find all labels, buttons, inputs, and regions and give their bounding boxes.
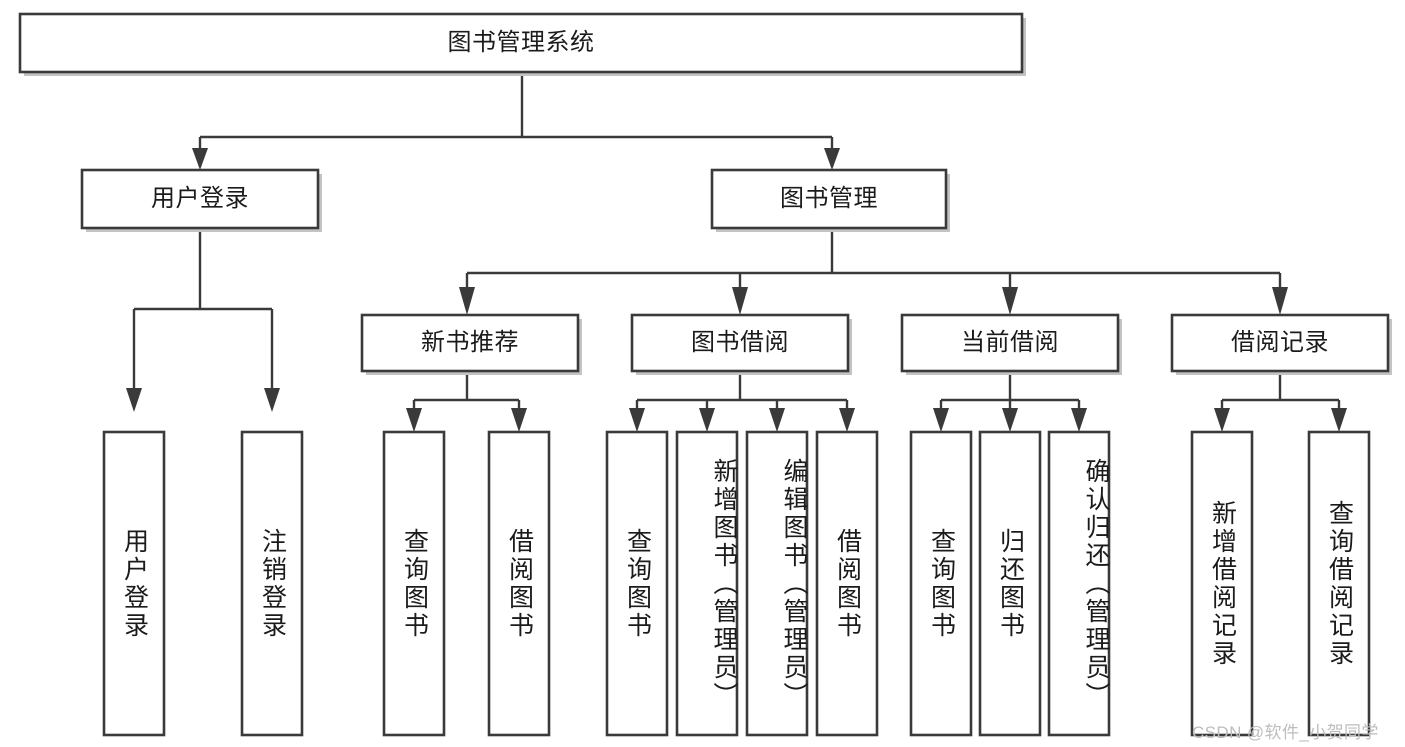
arrow-to-leaf-query-book-current: [933, 408, 949, 432]
node-shape-layer: [18, 12, 1392, 737]
node-shape-leaf-query-book-borrow[interactable]: [605, 430, 669, 737]
arrow-to-leaf-add-book-admin: [699, 408, 715, 432]
node-shape-user-login[interactable]: [80, 168, 320, 230]
node-shape-current-borrow[interactable]: [900, 313, 1120, 373]
connector-borrow-record-bus: [1220, 375, 1341, 411]
connector-user-login-bus: [132, 232, 274, 392]
connector-current-borrow-bus: [939, 375, 1081, 411]
arrow-to-borrow-record: [1272, 287, 1288, 315]
arrow-to-leaf-user-login: [126, 388, 142, 412]
node-shape-leaf-edit-book-admin[interactable]: [745, 430, 809, 737]
connector-layer: [126, 76, 1347, 432]
connector-book-borrow-bus: [635, 375, 849, 411]
node-shape-borrow-record[interactable]: [1170, 313, 1390, 373]
arrow-to-user-login: [192, 148, 208, 170]
arrow-to-leaf-query-book-borrow: [629, 408, 645, 432]
arrow-to-book-management: [824, 148, 840, 170]
node-shape-leaf-confirm-return-admin[interactable]: [1047, 430, 1111, 737]
arrow-to-leaf-query-borrow-record: [1331, 408, 1347, 432]
arrow-to-leaf-confirm-return-admin: [1071, 408, 1087, 432]
connector-book-management-bus: [465, 232, 1282, 290]
arrow-to-leaf-user-logout: [264, 388, 280, 412]
node-shape-leaf-user-logout[interactable]: [240, 430, 304, 737]
node-shape-leaf-query-book-recommend[interactable]: [382, 430, 446, 737]
arrow-to-leaf-return-book: [1002, 408, 1018, 432]
arrow-to-leaf-edit-book-admin: [769, 408, 785, 432]
node-shape-leaf-query-borrow-record[interactable]: [1307, 430, 1371, 737]
arrow-to-new-book-recommend: [459, 287, 475, 315]
node-shape-leaf-user-login[interactable]: [102, 430, 166, 737]
node-shape-book-borrow[interactable]: [630, 313, 850, 373]
arrow-to-leaf-borrow-book-recommend: [511, 408, 527, 432]
node-shape-leaf-return-book[interactable]: [978, 430, 1042, 737]
node-shape-leaf-add-book-admin[interactable]: [675, 430, 739, 737]
connector-new-book-recommend-bus: [412, 375, 521, 411]
csdn-watermark: CSDN @软件_小贺同学: [1192, 723, 1379, 742]
node-shape-new-book-recommend[interactable]: [360, 313, 580, 373]
node-shape-book-management[interactable]: [710, 168, 948, 230]
connector-root-bus: [198, 76, 834, 152]
arrow-to-current-borrow: [1002, 287, 1018, 315]
arrow-to-leaf-query-book-recommend: [406, 408, 422, 432]
node-shape-leaf-borrow-book[interactable]: [815, 430, 879, 737]
node-shape-root[interactable]: [18, 12, 1024, 74]
node-shape-leaf-borrow-book-recommend[interactable]: [487, 430, 551, 737]
arrow-to-book-borrow: [732, 287, 748, 315]
arrow-to-leaf-borrow-book: [839, 408, 855, 432]
node-shape-leaf-query-book-current[interactable]: [909, 430, 973, 737]
node-shape-leaf-add-borrow-record[interactable]: [1190, 430, 1254, 737]
arrow-to-leaf-add-borrow-record: [1214, 408, 1230, 432]
